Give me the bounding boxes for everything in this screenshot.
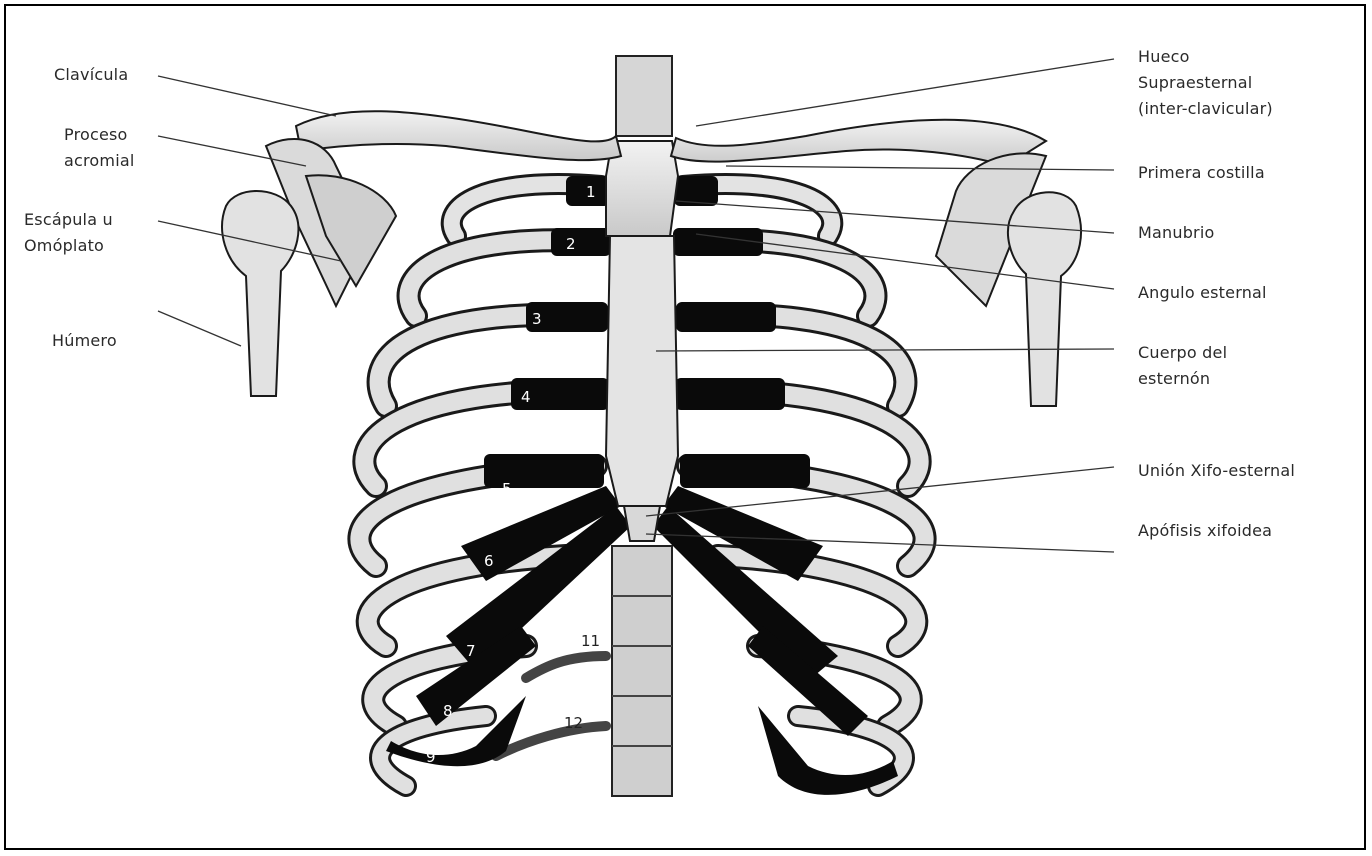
- rib-number-12: 12: [564, 714, 583, 732]
- label-apofisis-xifoidea: Apófisis xifoidea: [1138, 518, 1272, 544]
- label-clavicula: Clavícula: [54, 62, 128, 88]
- rib-number-3: 3: [532, 310, 542, 328]
- rib-number-2: 2: [566, 235, 576, 253]
- sternum: [606, 141, 678, 541]
- label-humero: Húmero: [52, 328, 117, 354]
- rib-number-7: 7: [466, 642, 476, 660]
- label-manubrio: Manubrio: [1138, 220, 1214, 246]
- rib-number-8: 8: [443, 702, 453, 720]
- diagram-frame: 1 2 3 4 5 6 7 8 9 11 12 Clavícula Proces…: [4, 4, 1366, 850]
- rib-number-11: 11: [581, 632, 600, 650]
- label-primera-costilla: Primera costilla: [1138, 160, 1265, 186]
- label-union-xifo-esternal: Unión Xifo-esternal: [1138, 458, 1295, 484]
- thorax-illustration: 1 2 3 4 5 6 7 8 9 11 12: [6, 6, 1368, 852]
- rib-number-4: 4: [521, 388, 531, 406]
- rib-number-9: 9: [426, 748, 436, 766]
- rib-number-6: 6: [484, 552, 494, 570]
- rib-number-1: 1: [586, 183, 596, 201]
- label-angulo-esternal: Angulo esternal: [1138, 280, 1267, 306]
- rib-number-5: 5: [502, 480, 512, 498]
